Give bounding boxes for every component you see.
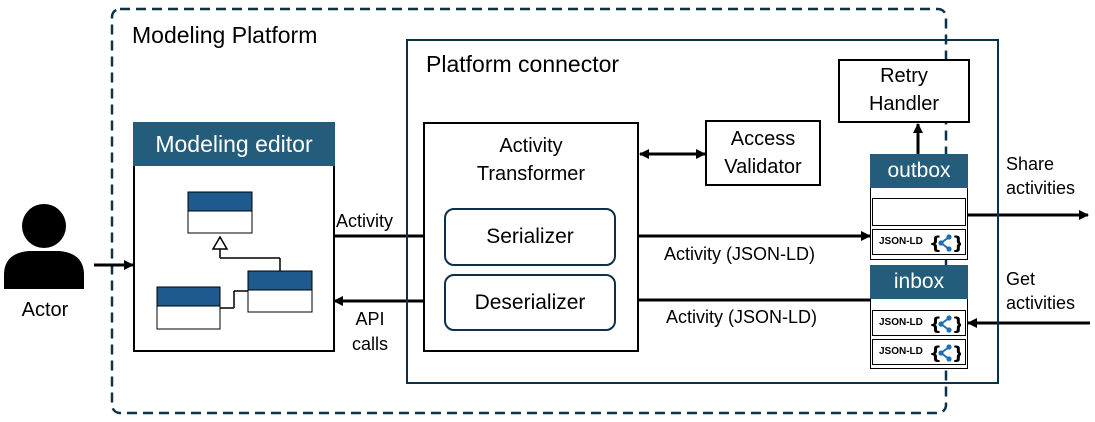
svg-text:{: { <box>929 233 942 254</box>
activity-transformer-title-line1: Activity <box>499 135 563 157</box>
svg-text:}: } <box>952 314 961 335</box>
edge-label-api: API <box>355 309 385 329</box>
deserializer-label: Deserializer <box>474 291 586 314</box>
platform-connector-box <box>406 39 999 384</box>
edge-label-calls: calls <box>351 334 388 354</box>
access-validator-box <box>705 120 821 186</box>
outbox-jsonld-item: JSON-LD { } <box>872 229 966 255</box>
edge-label-activity: Activity <box>336 211 394 231</box>
modeling-platform-title: Modeling Platform <box>132 22 318 48</box>
edge-label-share-activities: activities <box>1006 178 1076 198</box>
platform-connector-title: Platform connector <box>426 51 620 77</box>
svg-text:}: } <box>952 233 961 254</box>
svg-text:{: { <box>929 314 942 335</box>
access-validator-line2: Validator <box>724 156 802 178</box>
activity-transformer-title-line2: Transformer <box>476 163 586 185</box>
deserializer-box <box>444 274 616 331</box>
retry-handler-line2: Handler <box>868 93 940 115</box>
inbox-header: inbox <box>870 265 968 299</box>
edge-label-activity-jsonld-out: Activity (JSON-LD) <box>664 244 816 264</box>
serializer-label: Serializer <box>486 225 574 248</box>
person-icon <box>4 204 84 289</box>
edge-label-share: Share <box>1006 154 1055 174</box>
uml-class-diagram-icon <box>156 191 313 330</box>
outbox-header: outbox <box>870 154 968 188</box>
actor-label: Actor <box>21 299 69 321</box>
retry-handler-box <box>838 59 970 123</box>
jsonld-logo-icon: { } <box>929 343 961 364</box>
jsonld-logo-icon: { } <box>929 314 961 335</box>
svg-text:}: } <box>952 343 961 364</box>
edge-label-get-activities: activities <box>1006 293 1076 313</box>
inbox-jsonld-item-2: JSON-LD { } <box>872 339 966 365</box>
retry-handler-line1: Retry <box>880 65 928 87</box>
modeling-editor-header: Modeling editor <box>133 122 335 166</box>
svg-text:{: { <box>929 343 942 364</box>
outbox-slot-empty <box>872 198 966 226</box>
jsonld-logo-icon: { } <box>929 233 961 254</box>
access-validator-line1: Access <box>730 128 796 150</box>
edge-label-activity-jsonld-in: Activity (JSON-LD) <box>666 307 818 327</box>
edge-label-get: Get <box>1006 269 1036 289</box>
serializer-box <box>444 208 616 266</box>
inbox-jsonld-item-1: JSON-LD { } <box>872 310 966 336</box>
